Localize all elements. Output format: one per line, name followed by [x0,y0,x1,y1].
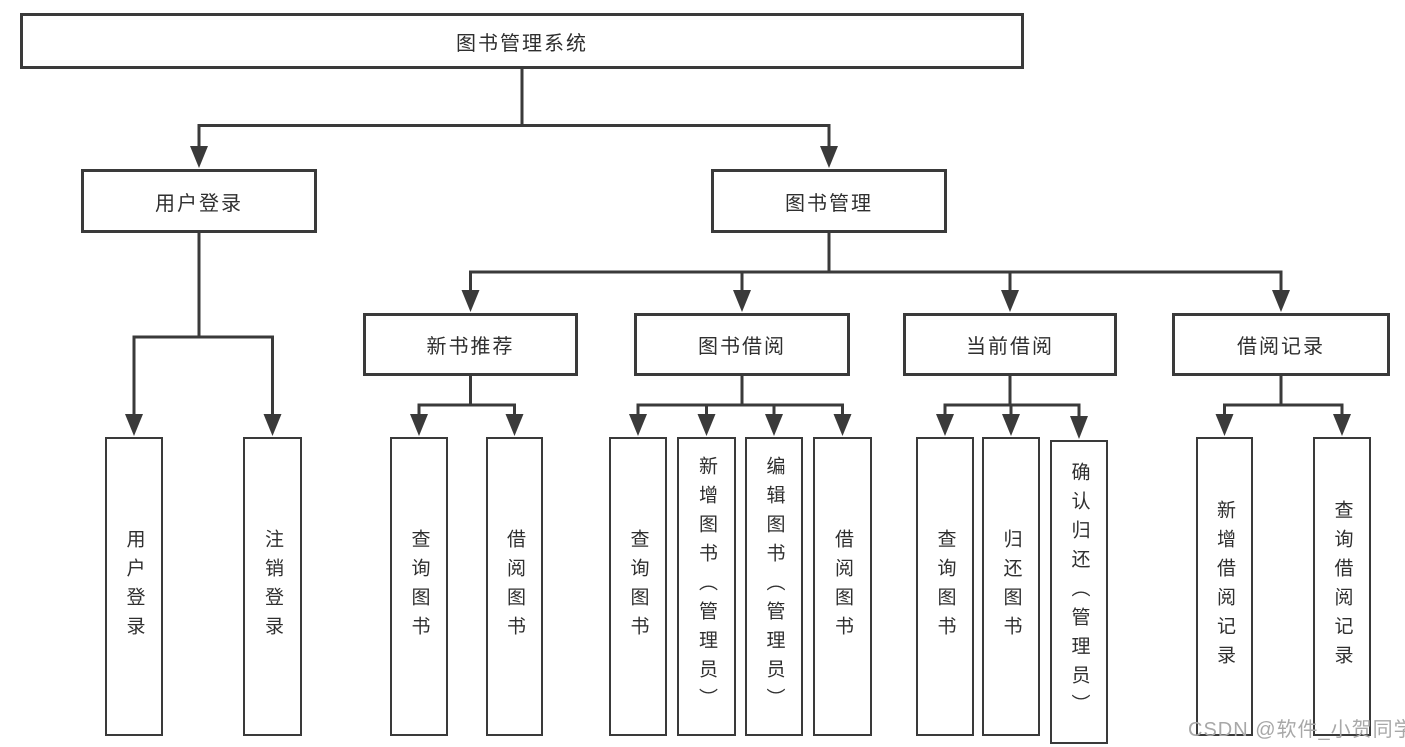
leaf-rec-query-borrow-record: 查询借阅记录 [1313,437,1371,736]
leaf-bb-query-books: 查询图书 [609,437,667,736]
leaf-user-login: 用户登录 [105,437,163,736]
node-root: 图书管理系统 [20,13,1024,69]
node-label: 查询图书 [934,528,956,645]
leaf-rec-add-borrow-record: 新增借阅记录 [1196,437,1253,736]
node-book-borrow: 图书借阅 [634,313,850,376]
node-label: 查询图书 [408,528,430,645]
node-label: 归还图书 [1000,528,1022,645]
leaf-cb-confirm-return-admin: 确认归还（管理员） [1050,440,1108,744]
node-current-borrow: 当前借阅 [903,313,1117,376]
node-label: 确认归还（管理员） [1068,461,1090,723]
node-label: 查询图书 [627,528,649,645]
node-label: 图书管理 [785,192,873,215]
node-label: 新增借阅记录 [1214,499,1235,674]
node-label: 借阅图书 [832,528,853,645]
leaf-nb-query-books: 查询图书 [390,437,448,736]
node-borrow-records: 借阅记录 [1172,313,1390,376]
node-label: 借阅图书 [504,528,525,645]
node-label: 用户登录 [123,528,145,645]
leaf-bb-edit-books-admin: 编辑图书（管理员） [745,437,803,736]
node-label: 新书推荐 [426,336,515,358]
node-label: 查询借阅记录 [1331,499,1353,674]
leaf-cb-return-books: 归还图书 [982,437,1040,736]
node-label: 当前借阅 [966,336,1054,358]
leaf-bb-borrow-books: 借阅图书 [813,437,872,736]
node-new-book-recommend: 新书推荐 [363,313,578,376]
node-label: 图书管理系统 [456,32,588,55]
watermark: CSDN @软件_小贺同学 [1188,719,1405,741]
node-book-management: 图书管理 [711,169,947,233]
node-label: 借阅记录 [1237,336,1325,358]
node-label: 新增图书（管理员） [696,456,717,717]
node-label: 用户登录 [155,192,243,215]
leaf-logout: 注销登录 [243,437,302,736]
leaf-bb-add-books-admin: 新增图书（管理员） [677,437,736,736]
node-label: 图书借阅 [698,336,786,358]
node-user-login: 用户登录 [81,169,317,233]
node-label: 编辑图书（管理员） [763,456,785,717]
node-label: 注销登录 [262,528,283,645]
leaf-nb-borrow-books: 借阅图书 [486,437,543,736]
leaf-cb-query-books: 查询图书 [916,437,974,736]
